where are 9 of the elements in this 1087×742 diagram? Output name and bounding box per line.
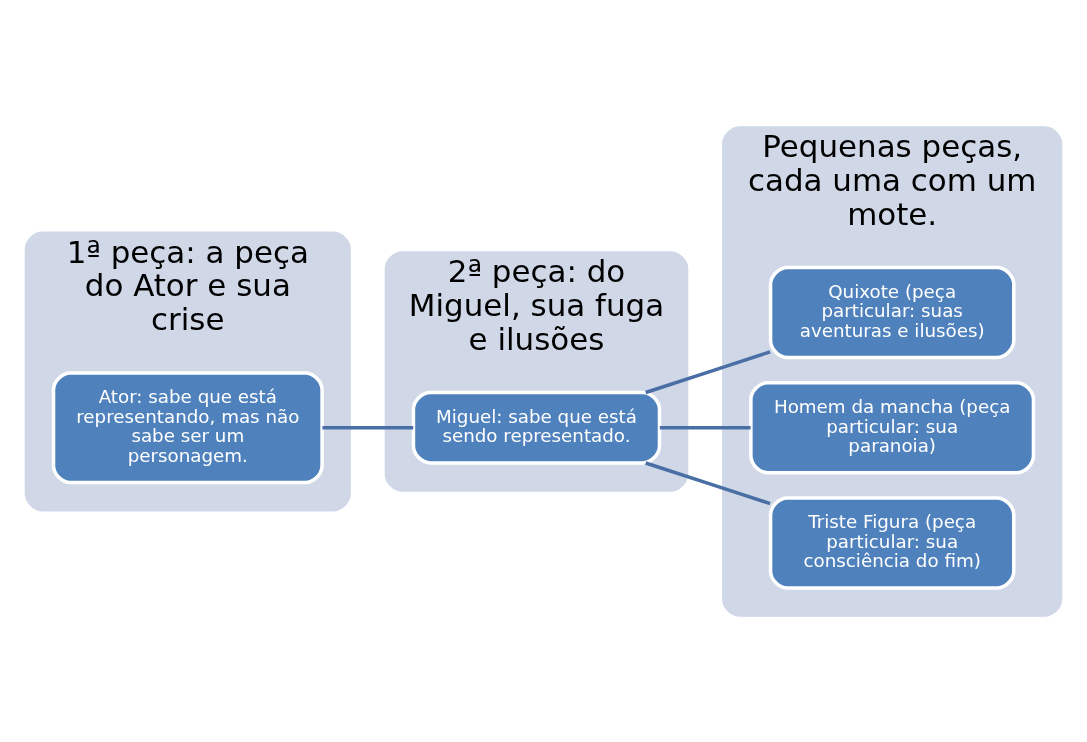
connector xyxy=(645,349,771,394)
connector xyxy=(659,425,751,429)
connector xyxy=(645,460,771,505)
node-box: Triste Figura (peça particular: sua consciência do fim) xyxy=(768,495,1016,590)
node-box: Ator: sabe que está representando, mas não sabe ser um personagem. xyxy=(51,370,324,484)
connector xyxy=(322,425,414,429)
node-box: Quixote (peça particular: suas aventuras e ilusões) xyxy=(768,265,1016,359)
node-box: Miguel: sabe que está sendo representado. xyxy=(411,390,662,465)
node-box: Homem da mancha (peça particular: sua paranoia) xyxy=(749,380,1036,474)
